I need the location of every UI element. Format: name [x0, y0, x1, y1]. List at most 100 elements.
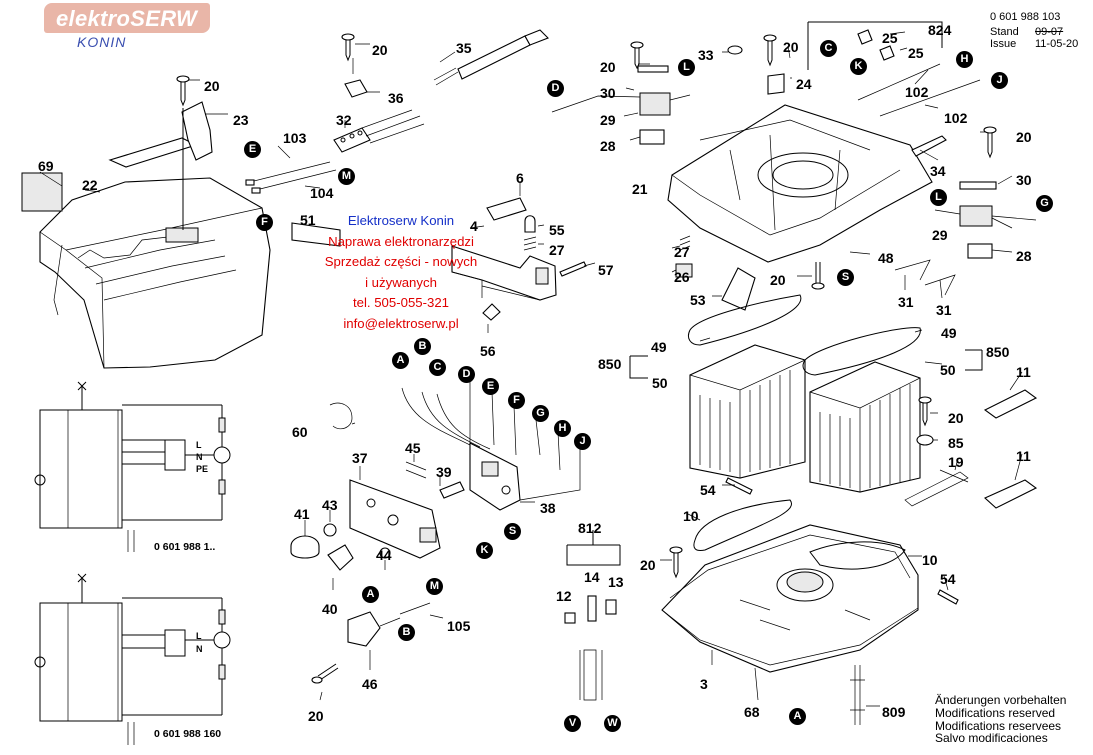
part-label: 20 — [783, 39, 799, 55]
part-label: 850 — [598, 356, 622, 372]
terminal-block-32 — [333, 109, 425, 153]
part-label: 105 — [447, 618, 471, 634]
screw-54 — [725, 477, 753, 495]
part-label: 56 — [480, 343, 496, 359]
part-label: 13 — [608, 574, 624, 590]
washer-33 — [727, 45, 743, 55]
part-label: 49 — [941, 325, 957, 341]
part-label: 50 — [940, 362, 956, 378]
part-label: 102 — [944, 110, 968, 126]
filter-cartridge-left — [689, 344, 806, 479]
part-label: 31 — [936, 302, 952, 318]
part-label: 49 — [651, 339, 667, 355]
part-label: 51 — [300, 212, 316, 228]
part-label: 41 — [294, 506, 310, 522]
advert-line: Sprzedaż części - nowych — [324, 254, 478, 269]
part-label: 30 — [600, 85, 616, 101]
part-label: 38 — [540, 500, 556, 516]
connector-badge: S — [504, 523, 521, 540]
part-label: 104 — [310, 185, 334, 201]
part-label: 21 — [632, 181, 648, 197]
part-label: 20 — [1016, 129, 1032, 145]
footer-line: Salvo modificaciones — [935, 731, 1048, 746]
schematic-2 — [34, 573, 231, 745]
schematic-2-term-N: N — [196, 644, 203, 654]
screw-20-mid — [811, 262, 825, 290]
schematic-1-label: 0 601 988 1.. — [154, 541, 216, 553]
screw-20-motor — [630, 41, 644, 70]
part-label: 11 — [1016, 364, 1031, 380]
screw-54-right — [937, 589, 959, 605]
part-14 — [587, 595, 597, 622]
connector-badge: C — [820, 40, 837, 57]
handle-bracket — [181, 101, 213, 161]
cable-103-104 — [245, 161, 337, 194]
part-label: 10 — [683, 508, 699, 524]
screw-20-cable — [341, 33, 355, 62]
schematic-2-term-L: L — [196, 631, 202, 641]
part-label: 53 — [690, 292, 706, 308]
washer-85 — [916, 434, 934, 446]
connector-badge: M — [338, 168, 355, 185]
seal-10-right — [809, 541, 906, 570]
connector-badge: S — [837, 269, 854, 286]
part-label: 23 — [233, 112, 249, 128]
motor-housing-21 — [667, 104, 933, 263]
connector-badge: D — [458, 366, 475, 383]
plate-28-right — [967, 243, 993, 259]
advert-line: Elektroserw Konin — [347, 213, 455, 228]
footer-line: Änderungen vorbehalten — [935, 693, 1067, 707]
stand-value: 09-07 — [1035, 26, 1064, 38]
connector-badge: L — [930, 189, 947, 206]
part-label: 10 — [922, 552, 938, 568]
nut-44 — [379, 547, 391, 559]
strain-relief-36 — [344, 79, 368, 98]
screw-20-top-left — [176, 75, 190, 107]
clip-30 — [637, 65, 669, 73]
connector-badge: V — [564, 715, 581, 732]
connector-badge: D — [547, 80, 564, 97]
part-label: 54 — [700, 482, 716, 498]
advert-email[interactable]: info@elektroserw.pl — [343, 315, 459, 331]
part-label: 50 — [652, 375, 668, 391]
part-label: 27 — [549, 242, 565, 258]
part-label: 45 — [405, 440, 421, 456]
connector-badge: F — [508, 392, 525, 409]
part-label: 40 — [322, 601, 338, 617]
logo-brand: elektroSERW — [56, 6, 198, 31]
connector-badge: L — [678, 59, 695, 76]
part-label: 57 — [598, 262, 614, 278]
part-label: 46 — [362, 676, 378, 692]
part-label: 30 — [1016, 172, 1032, 188]
connector-badge: H — [554, 420, 571, 437]
part-label: 14 — [584, 569, 600, 585]
part-label: 27 — [674, 244, 690, 260]
logo-badge — [44, 3, 210, 33]
connector-badge: E — [244, 141, 261, 158]
screw-20-bottom-left — [311, 663, 339, 684]
connector-badge: K — [476, 542, 493, 559]
part-label: 54 — [940, 571, 956, 587]
wire-harness — [401, 387, 491, 450]
part-label: 36 — [388, 90, 404, 106]
foam-11-bottom — [984, 479, 1038, 509]
connector-badge: A — [789, 708, 806, 725]
connector-badge: G — [532, 405, 549, 422]
part-label: 102 — [905, 84, 929, 100]
block-26 — [675, 263, 693, 278]
bracket-24 — [767, 73, 785, 95]
connector-badge: A — [392, 352, 409, 369]
part-label: 824 — [928, 22, 952, 38]
filter-cartridge-right — [809, 361, 921, 493]
pin-105 — [399, 602, 431, 615]
part-label: 28 — [600, 138, 616, 154]
screw-20-top — [763, 34, 777, 67]
part-label: 20 — [600, 59, 616, 75]
part-label: 19 — [948, 454, 964, 470]
connector-badge: H — [956, 51, 973, 68]
bracket-850-left — [629, 355, 648, 379]
control-panel-37 — [349, 479, 441, 559]
part-label: 809 — [882, 704, 906, 720]
spring-clip-6 — [486, 197, 527, 221]
